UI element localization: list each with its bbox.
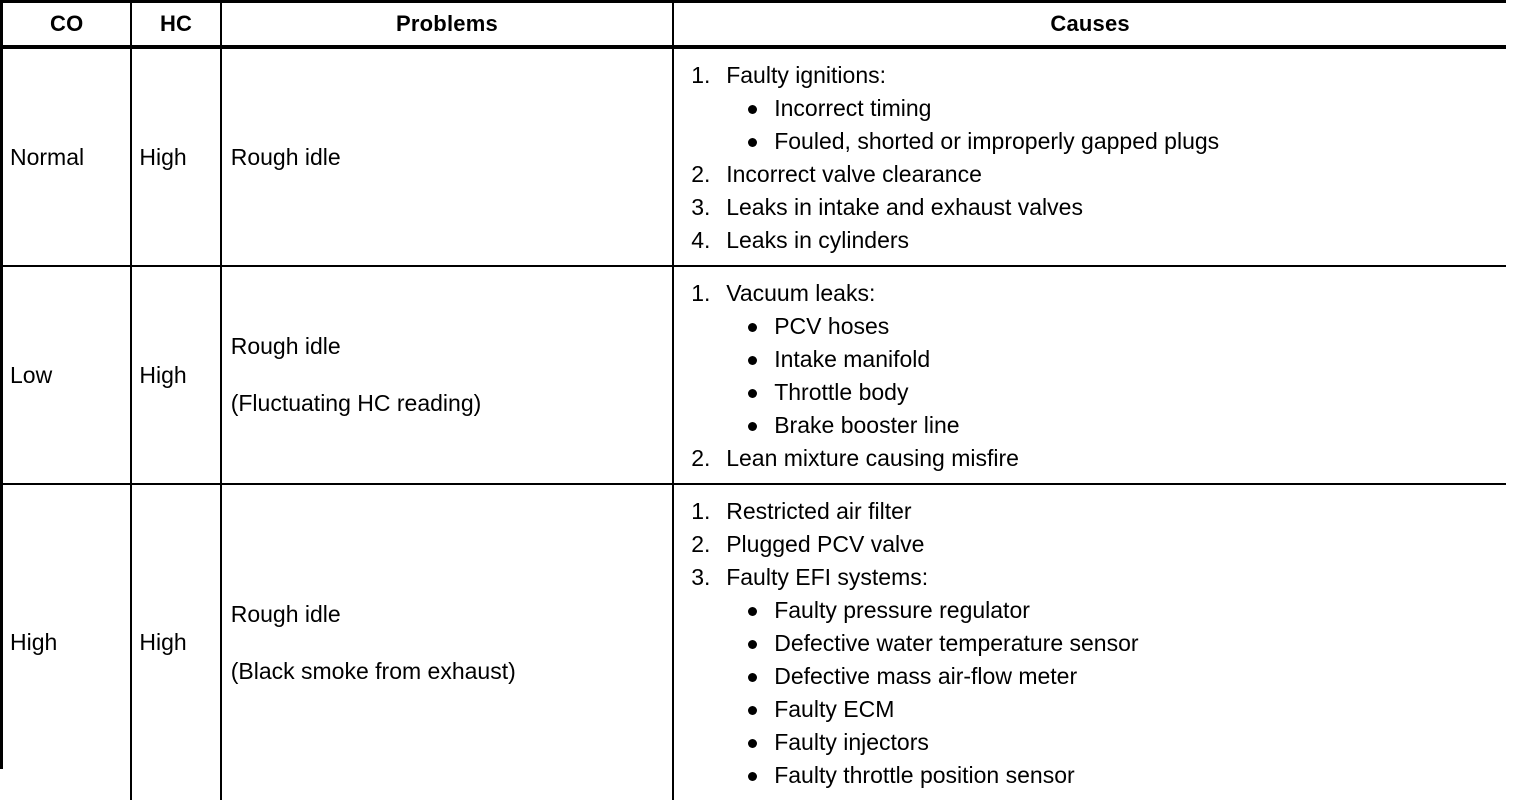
cell-causes: 1. Faulty ignitions: Incorrect timing Fo… <box>673 47 1506 267</box>
bullet-icon <box>748 673 758 682</box>
cause-sub-text: Faulty throttle position sensor <box>774 762 1075 788</box>
problem-primary-text: Rough idle <box>230 600 341 627</box>
cause-sub-text: Defective mass air-flow meter <box>774 663 1078 689</box>
problem-secondary-text: (Black smoke from exhaust) <box>230 657 516 684</box>
cell-causes: 1. Restricted air filter 2. Plugged PCV … <box>673 484 1506 800</box>
bullet-icon <box>748 323 758 332</box>
bullet-icon <box>748 138 758 147</box>
bullet-icon <box>748 739 758 748</box>
cause-sub-item: Faulty throttle position sensor <box>726 759 1506 792</box>
cause-number: 1. <box>691 62 711 88</box>
cause-number: 3. <box>691 194 711 220</box>
cause-sub-item: Faulty injectors <box>726 726 1506 759</box>
cause-text: Faulty EFI systems: <box>726 564 929 590</box>
cause-item: 2. Plugged PCV valve <box>674 528 1506 561</box>
cause-sub-text: Brake booster line <box>774 412 960 438</box>
table-header: CO HC Problems Causes <box>3 3 1506 49</box>
cause-text: Leaks in cylinders <box>726 227 910 253</box>
cause-sub-item: Fouled, shorted or improperly gapped plu… <box>726 125 1506 158</box>
column-header-hc: HC <box>131 3 222 49</box>
column-header-causes: Causes <box>673 3 1506 49</box>
column-header-co: CO <box>3 3 133 49</box>
cause-sub-text: Fouled, shorted or improperly gapped plu… <box>774 128 1220 154</box>
cause-sub-item: Defective mass air-flow meter <box>726 660 1506 693</box>
table-row: Normal High Rough idle 1. Faulty ignitio… <box>3 47 1506 267</box>
cause-sub-item: Defective water temperature sensor <box>726 627 1506 660</box>
cause-sub-item: PCV hoses <box>726 310 1506 343</box>
bullet-icon <box>748 389 758 398</box>
bullet-icon <box>748 772 758 781</box>
cause-number: 4. <box>691 227 711 253</box>
cause-number: 3. <box>691 564 711 590</box>
cell-problems: Rough idle <box>220 47 675 267</box>
cause-number: 2. <box>691 445 711 471</box>
cause-item: 3. Leaks in intake and exhaust valves <box>674 191 1506 224</box>
causes-numbered-list: 1. Restricted air filter 2. Plugged PCV … <box>674 495 1506 792</box>
cause-sub-bullets: Incorrect timing Fouled, shorted or impr… <box>726 92 1506 158</box>
cause-item: 1. Faulty ignitions: Incorrect timing Fo… <box>674 59 1506 158</box>
cause-text: Incorrect valve clearance <box>726 161 982 187</box>
cause-number: 2. <box>691 531 711 557</box>
table-frame-left-border <box>0 0 5 769</box>
cause-sub-item: Faulty ECM <box>726 693 1506 726</box>
cause-text: Vacuum leaks: <box>726 280 876 306</box>
problem-primary-text: Rough idle <box>230 143 341 170</box>
table-row: Low High Rough idle (Fluctuating HC read… <box>3 266 1506 485</box>
cause-text: Faulty ignitions: <box>726 62 887 88</box>
cause-sub-text: Faulty pressure regulator <box>774 597 1030 623</box>
cause-sub-text: Faulty injectors <box>774 729 929 755</box>
cell-problems: Rough idle (Black smoke from exhaust) <box>220 484 675 800</box>
cause-sub-text: Faulty ECM <box>774 696 895 722</box>
cause-text: Lean mixture causing misfire <box>726 445 1019 471</box>
cause-item: 1. Restricted air filter <box>674 495 1506 528</box>
problem-secondary-text: (Fluctuating HC reading) <box>230 390 482 416</box>
bullet-icon <box>748 356 758 365</box>
cause-item: 2. Incorrect valve clearance <box>674 158 1506 191</box>
table-row: High High Rough idle (Black smoke from e… <box>3 484 1506 800</box>
table-header-row: CO HC Problems Causes <box>3 3 1506 49</box>
bullet-icon <box>748 607 758 616</box>
cell-causes: 1. Vacuum leaks: PCV hoses Intake manifo… <box>673 266 1506 485</box>
problem-primary-text: Rough idle <box>230 333 341 360</box>
cause-sub-text: Throttle body <box>774 379 909 405</box>
cause-sub-text: Intake manifold <box>774 346 931 372</box>
cause-item: 2. Lean mixture causing misfire <box>674 442 1506 475</box>
cause-number: 1. <box>691 280 711 306</box>
cell-hc: High <box>131 266 222 485</box>
bullet-icon <box>748 422 758 431</box>
cause-number: 2. <box>691 161 711 187</box>
causes-numbered-list: 1. Vacuum leaks: PCV hoses Intake manifo… <box>674 277 1506 475</box>
cause-text: Restricted air filter <box>726 498 912 524</box>
cause-text: Plugged PCV valve <box>726 531 925 557</box>
cell-problems: Rough idle (Fluctuating HC reading) <box>220 266 675 485</box>
cell-co: High <box>3 484 133 800</box>
cause-item: 3. Faulty EFI systems: Faulty pressure r… <box>674 561 1506 792</box>
table-frame-top-border <box>0 0 1506 5</box>
cause-sub-bullets: PCV hoses Intake manifold Throttle body <box>726 310 1506 442</box>
column-header-problems: Problems <box>220 3 675 49</box>
cause-sub-text: Defective water temperature sensor <box>774 630 1139 656</box>
cause-text: Leaks in intake and exhaust valves <box>726 194 1083 220</box>
cell-co: Low <box>3 266 133 485</box>
bullet-icon <box>748 706 758 715</box>
bullet-icon <box>748 640 758 649</box>
cause-sub-text: Incorrect timing <box>774 95 932 121</box>
bullet-icon <box>748 105 758 114</box>
cause-sub-item: Brake booster line <box>726 409 1506 442</box>
co-hc-diagnostic-table: CO HC Problems Causes Normal High Rough … <box>3 3 1506 800</box>
cause-item: 1. Vacuum leaks: PCV hoses Intake manifo… <box>674 277 1506 442</box>
cause-item: 4. Leaks in cylinders <box>674 224 1506 257</box>
cell-hc: High <box>131 484 222 800</box>
cause-number: 1. <box>691 498 711 524</box>
cause-sub-item: Incorrect timing <box>726 92 1506 125</box>
cell-hc: High <box>131 47 222 267</box>
cause-sub-text: PCV hoses <box>774 313 890 339</box>
cause-sub-item: Intake manifold <box>726 343 1506 376</box>
causes-numbered-list: 1. Faulty ignitions: Incorrect timing Fo… <box>674 59 1506 257</box>
table-body: Normal High Rough idle 1. Faulty ignitio… <box>3 47 1506 800</box>
cell-co: Normal <box>3 47 133 267</box>
cause-sub-bullets: Faulty pressure regulator Defective wate… <box>726 594 1506 792</box>
cause-sub-item: Throttle body <box>726 376 1506 409</box>
cause-sub-item: Faulty pressure regulator <box>726 594 1506 627</box>
